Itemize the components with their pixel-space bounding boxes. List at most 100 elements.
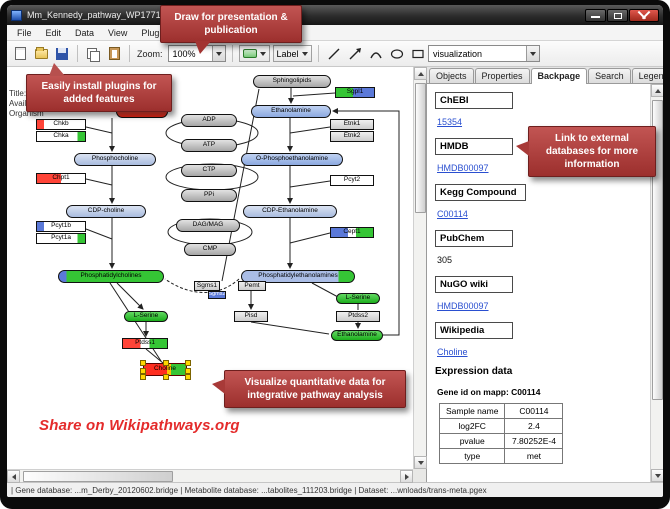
pathway-node[interactable]: Sgms2 xyxy=(208,291,226,299)
pathway-node[interactable]: Chpt1 xyxy=(36,173,86,184)
close-button[interactable] xyxy=(629,8,659,22)
pathway-node[interactable]: Ethanolamine xyxy=(331,330,383,341)
pathway-node[interactable]: PPi xyxy=(181,189,237,202)
sidebar-scroll-thumb[interactable] xyxy=(652,100,663,400)
pathway-node[interactable]: L-Serine xyxy=(336,293,380,304)
canvas-vertical-scrollbar[interactable] xyxy=(413,67,427,469)
hscroll-thumb[interactable] xyxy=(23,471,173,482)
pathway-node[interactable]: Sgpl1 xyxy=(335,87,375,98)
visualization-combobox[interactable]: visualization xyxy=(428,45,540,62)
tab-legend[interactable]: Legend xyxy=(631,68,663,83)
datanode-tool-dropdown[interactable] xyxy=(238,45,270,62)
pathway-node[interactable]: Chka xyxy=(36,131,86,142)
pathway-node[interactable]: Cept1 xyxy=(330,227,374,238)
scroll-up-button[interactable] xyxy=(414,67,427,80)
pathway-node[interactable]: ADP xyxy=(181,114,237,127)
chevron-down-icon xyxy=(259,51,266,56)
pathway-node[interactable]: Pcyt1b xyxy=(36,221,86,232)
rectangle-tool-button[interactable] xyxy=(409,45,427,63)
pathway-node[interactable]: CMP xyxy=(184,243,236,256)
selection-handle[interactable] xyxy=(163,360,169,366)
zoom-dropdown-arrow[interactable] xyxy=(211,46,225,61)
pathway-node[interactable]: O-Phosphoethanolamine xyxy=(241,153,343,166)
menu-edit[interactable]: Edit xyxy=(45,27,62,38)
pathway-node[interactable]: CDP-choline xyxy=(66,205,146,218)
database-link[interactable]: 15354 xyxy=(437,117,463,127)
pathway-node[interactable]: ATP xyxy=(181,139,237,152)
scroll-down-button[interactable] xyxy=(414,456,427,469)
sidebar-scroll-up-button[interactable] xyxy=(651,84,663,97)
minimize-button[interactable] xyxy=(585,8,606,22)
callout-plugins-text: Easily install plugins for added feature… xyxy=(41,81,157,105)
pathway-node[interactable]: Pemt xyxy=(238,281,266,291)
database-link[interactable]: Choline xyxy=(437,347,468,357)
selection-handle[interactable] xyxy=(140,360,146,366)
new-file-button[interactable] xyxy=(11,45,29,63)
selection-handle[interactable] xyxy=(185,367,191,374)
pathway-node[interactable]: Choline xyxy=(140,360,191,380)
pathway-canvas[interactable]: SphingolipidsSgpl1CholineEthanolamineChk… xyxy=(7,67,427,483)
pathway-node[interactable]: Etnk1 xyxy=(330,119,374,130)
maximize-button[interactable] xyxy=(607,8,628,22)
menu-file[interactable]: File xyxy=(17,27,32,38)
label-tool-dropdown[interactable]: Label xyxy=(272,45,312,62)
node-label: Pcyt1b xyxy=(51,222,71,230)
selection-handle[interactable] xyxy=(140,367,146,374)
tab-properties[interactable]: Properties xyxy=(474,68,530,83)
pathway-node[interactable]: CDP-Ethanolamine xyxy=(243,205,337,218)
database-link[interactable]: C00114 xyxy=(437,209,468,219)
sidebar-scrollbar[interactable] xyxy=(650,84,663,482)
node-label: L-Serine xyxy=(345,294,371,302)
tab-backpage[interactable]: Backpage xyxy=(530,68,588,84)
expression-cell: log2FC xyxy=(438,418,506,434)
callout-draw: Draw for presentation & publication xyxy=(160,5,302,54)
menu-plugins[interactable]: Plugins xyxy=(141,27,171,38)
tab-search[interactable]: Search xyxy=(588,68,631,83)
database-link[interactable]: HMDB00097 xyxy=(437,301,489,311)
database-link[interactable]: HMDB00097 xyxy=(437,163,489,173)
tab-objects[interactable]: Objects xyxy=(429,68,474,83)
selection-handle[interactable] xyxy=(185,360,191,366)
copy-button[interactable] xyxy=(84,45,102,63)
pathway-node[interactable]: Ethanolamine xyxy=(251,105,331,118)
title-bar[interactable]: Mm_Kennedy_pathway_WP1771_45176.gpml xyxy=(7,5,663,25)
node-label: Etnk1 xyxy=(343,120,361,128)
arc-tool-button[interactable] xyxy=(367,45,385,63)
line-tool-button[interactable] xyxy=(325,45,343,63)
save-button[interactable] xyxy=(53,45,71,63)
selection-handle[interactable] xyxy=(140,374,146,380)
pathway-node[interactable]: CTP xyxy=(181,164,237,177)
pathway-node[interactable]: Sphingolipids xyxy=(253,75,331,88)
pathway-node[interactable]: L-Serine xyxy=(124,311,168,322)
pathway-node[interactable]: Sgms1 xyxy=(194,281,220,291)
callout-databases-text: Link to external databases for more info… xyxy=(545,133,639,170)
vscroll-thumb[interactable] xyxy=(415,83,426,213)
visualization-dropdown-arrow[interactable] xyxy=(526,46,539,61)
paste-icon xyxy=(108,47,120,60)
selection-handle[interactable] xyxy=(163,374,169,380)
callout-databases: Link to external databases for more info… xyxy=(516,126,656,177)
scroll-left-button[interactable] xyxy=(7,470,20,483)
drawing-area[interactable]: SphingolipidsSgpl1CholineEthanolamineChk… xyxy=(7,67,413,469)
selection-handle[interactable] xyxy=(185,374,191,380)
sidebar-scroll-down-button[interactable] xyxy=(651,469,663,482)
pathway-node[interactable]: Pisd xyxy=(234,311,268,322)
pathway-node[interactable]: Ptdss2 xyxy=(336,311,380,322)
paste-button[interactable] xyxy=(105,45,123,63)
pathway-node[interactable]: Etnk2 xyxy=(330,131,374,142)
pathway-node[interactable]: Pcyt2 xyxy=(330,175,374,186)
pathway-node[interactable]: Chkb xyxy=(36,119,86,130)
arrow-tool-button[interactable] xyxy=(346,45,364,63)
pathway-node[interactable]: Ptdss1 xyxy=(122,338,168,349)
node-label: O-Phosphoethanolamine xyxy=(256,155,328,163)
ellipse-tool-button[interactable] xyxy=(388,45,406,63)
pathway-node[interactable]: Pcyt1a xyxy=(36,233,86,244)
pathway-node[interactable]: Phosphatidylcholines xyxy=(58,270,164,283)
pathway-node[interactable]: Phosphocholine xyxy=(74,153,156,166)
pathway-node[interactable]: DAG/MAG xyxy=(176,219,240,232)
menu-view[interactable]: View xyxy=(108,27,128,38)
canvas-horizontal-scrollbar[interactable] xyxy=(7,469,413,483)
open-file-button[interactable] xyxy=(32,45,50,63)
scroll-right-button[interactable] xyxy=(400,470,413,483)
menu-data[interactable]: Data xyxy=(75,27,95,38)
